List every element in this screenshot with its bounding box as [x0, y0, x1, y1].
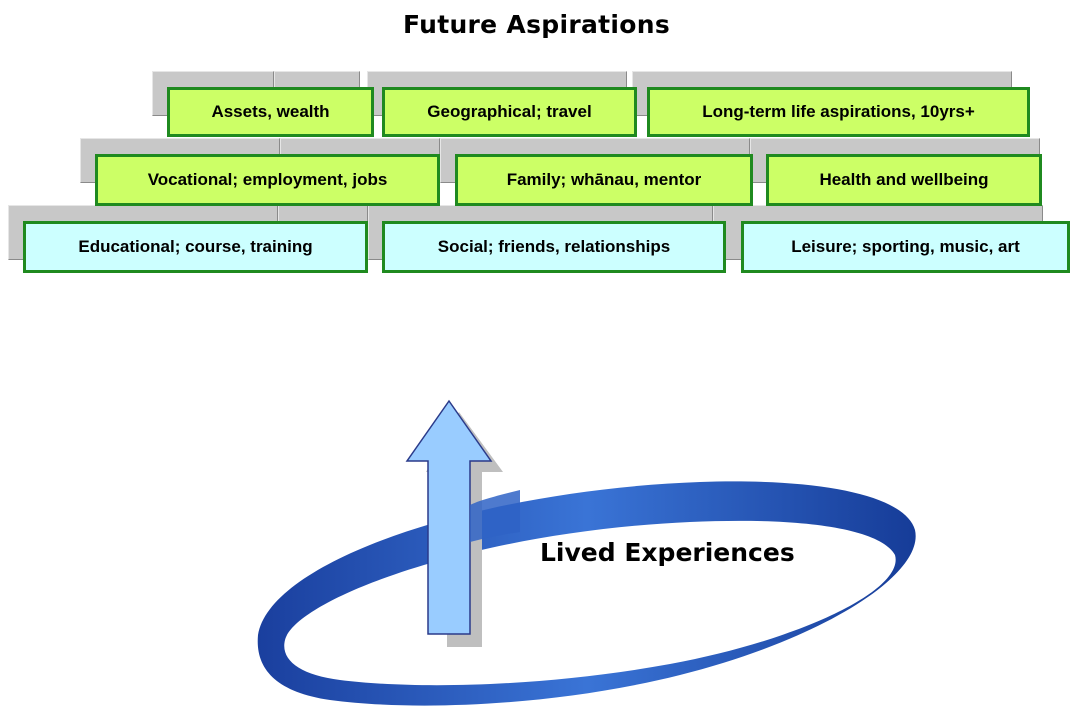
aspiration-box: Vocational; employment, jobs	[95, 154, 440, 206]
ribbon-band	[257, 481, 916, 706]
diagram-title: Future Aspirations	[402, 10, 671, 39]
aspiration-box: Family; whānau, mentor	[455, 154, 753, 206]
aspiration-box: Health and wellbeing	[766, 154, 1042, 206]
aspiration-box: Geographical; travel	[382, 87, 637, 137]
aspiration-box: Educational; course, training	[23, 221, 368, 273]
aspiration-box: Social; friends, relationships	[382, 221, 726, 273]
ribbon-ring	[257, 481, 916, 706]
aspiration-box: Leisure; sporting, music, art	[741, 221, 1070, 273]
ribbon-front	[470, 490, 520, 542]
aspiration-box: Assets, wealth	[167, 87, 374, 137]
aspiration-box: Long-term life aspirations, 10yrs+	[647, 87, 1030, 137]
up-arrow-icon	[405, 399, 493, 635]
center-label: Lived Experiences	[540, 538, 795, 567]
